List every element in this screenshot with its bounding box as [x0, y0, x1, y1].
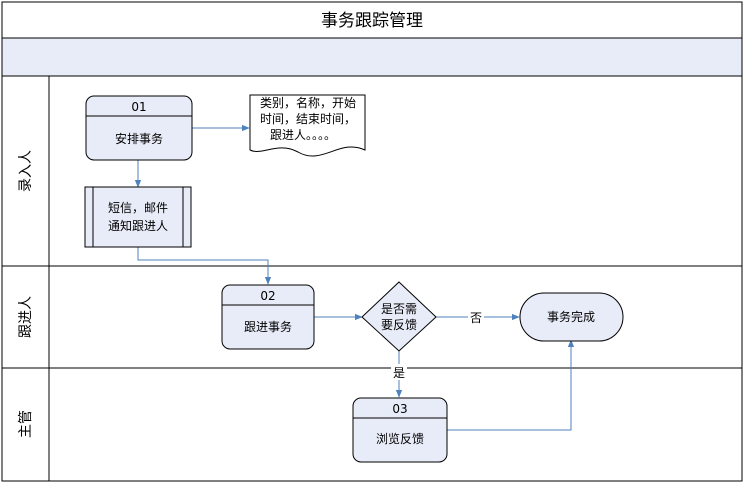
edge-label-yes: 是 [393, 366, 405, 380]
decision-line-2: 要反馈 [381, 318, 417, 332]
decision-line-1: 是否需 [381, 302, 417, 316]
document-line-3: 跟进人。。。。 [270, 128, 336, 142]
node-03-label: 浏览反馈 [376, 431, 424, 446]
no-label-bg [468, 309, 484, 325]
lane-label-recorder: 录入人 [18, 150, 34, 192]
lane-label-follower: 跟进人 [18, 296, 34, 338]
edge-notify-to-02 [137, 247, 272, 285]
yes-label-bg [391, 364, 407, 380]
process-node-02: 02 跟进事务 [221, 284, 315, 350]
document-line-2: 时间，结束时间， [260, 112, 356, 126]
terminator-node: 事务完成 [519, 292, 624, 342]
node-01-number: 01 [131, 100, 146, 114]
node-02-label: 跟进事务 [244, 319, 292, 334]
node-03-number: 03 [392, 402, 407, 416]
header-band [1, 37, 743, 77]
terminator-label: 事务完成 [547, 309, 595, 324]
notify-node: 短信，邮件 通知跟进人 [84, 186, 192, 248]
process-node-03: 03 浏览反馈 [352, 397, 448, 463]
process-node-01: 01 安排事务 [85, 95, 193, 161]
document-line-1: 类别，名称，开始 [260, 95, 356, 110]
decision-node: 是否需 要反馈 [361, 281, 437, 352]
node-02-number: 02 [260, 289, 275, 303]
notify-line-2: 通知跟进人 [108, 219, 168, 233]
edge-03-to-done [447, 339, 575, 431]
diagram-title: 事务跟踪管理 [321, 11, 423, 31]
notify-line-1: 短信，邮件 [108, 201, 168, 215]
node-01-label: 安排事务 [115, 131, 163, 146]
document-node: 类别，名称，开始 时间，结束时间， 跟进人。。。。 [249, 94, 366, 157]
lane-label-supervisor: 主管 [18, 410, 34, 438]
edge-label-no: 否 [470, 311, 482, 325]
